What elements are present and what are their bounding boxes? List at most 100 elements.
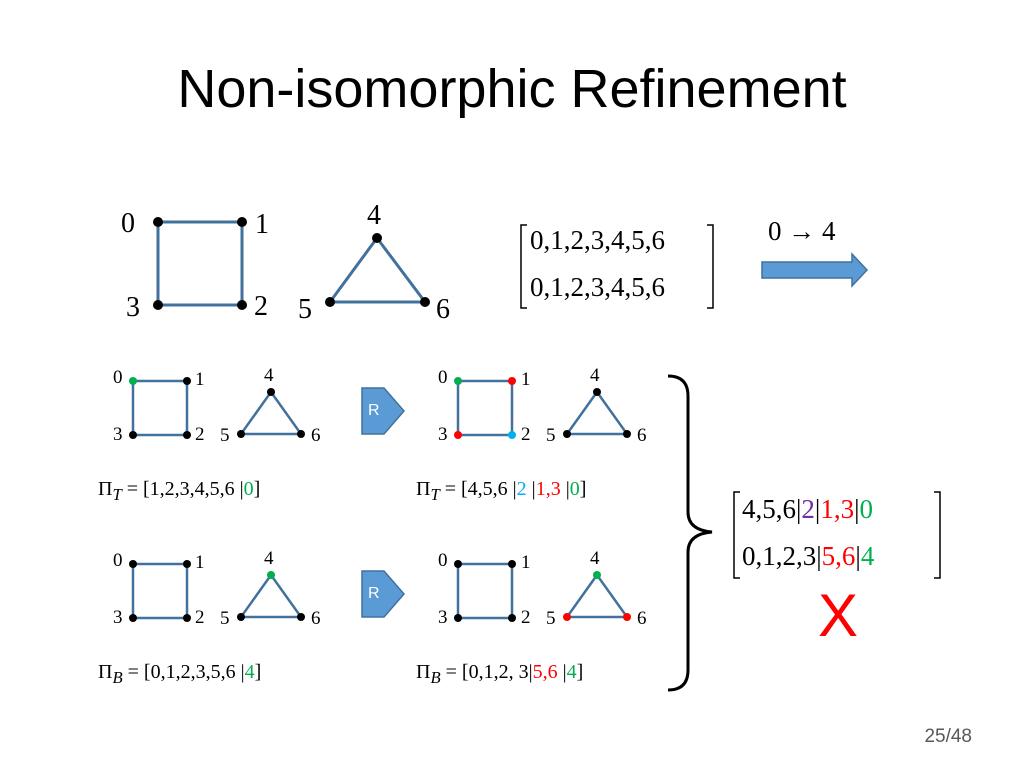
br-label-1: 1 xyxy=(521,552,531,573)
result-r1-f: 0 xyxy=(859,494,873,524)
result-r1-a: 4,5,6| xyxy=(742,494,802,524)
top-matrix-row-1: 0,1,2,3,4,5,6 xyxy=(530,225,665,255)
panel-top-left-edges xyxy=(131,379,304,437)
eq-bottom-left: ΠB = [0,1,2,3,5,6 |4] xyxy=(98,662,261,687)
top-label-5: 5 xyxy=(298,294,312,325)
tl-label-6: 6 xyxy=(311,425,321,446)
eq-bl-main: = [0,1,2,3,5,6 | xyxy=(127,661,245,683)
eq-bl-end: ] xyxy=(254,661,262,683)
result-matrix-row-2: 0,1,2,3|5,6|4 xyxy=(742,543,874,570)
eq-tl-sub: T xyxy=(112,485,122,504)
eq-bl-green: 4 xyxy=(244,661,255,683)
result-matrix-brackets xyxy=(733,491,941,579)
eq-tr-cyan: 2 xyxy=(516,478,527,500)
panel-bottom-right-vertices xyxy=(454,560,631,622)
refine-label-bottom: R xyxy=(368,585,380,602)
refine-arrow-top xyxy=(361,387,405,435)
tr-label-2: 2 xyxy=(521,424,531,445)
panel-bottom-left-edges xyxy=(131,562,304,620)
result-r1-c: | xyxy=(814,494,821,524)
panel-top-right-edges xyxy=(456,379,630,437)
bl-label-2: 2 xyxy=(195,607,205,628)
result-r1-e: | xyxy=(854,494,860,524)
top-matrix-row-2: 0,1,2,3,4,5,6 xyxy=(530,272,665,302)
top-label-4: 4 xyxy=(367,200,381,231)
result-r1-b: 2 xyxy=(801,494,815,524)
panel-bottom-right-edges xyxy=(456,562,630,620)
eq-bottom-right: ΠB = [0,1,2, 3|5,6 |4] xyxy=(416,662,583,687)
eq-tl-pi: Π xyxy=(98,478,113,500)
refine-arrow-bottom xyxy=(361,570,405,618)
panel-top-right-vertices xyxy=(454,377,631,439)
tr-label-3: 3 xyxy=(438,424,448,445)
top-label-1: 1 xyxy=(255,209,269,240)
result-r2-c: | xyxy=(855,541,861,571)
tr-label-6: 6 xyxy=(637,425,647,446)
eq-tr-green: 0 xyxy=(569,478,580,500)
eq-br-end: ] xyxy=(576,661,584,683)
tr-label-1: 1 xyxy=(521,369,531,390)
top-label-0: 0 xyxy=(121,208,135,239)
page-number: 25/48 xyxy=(924,726,972,747)
top-label-6: 6 xyxy=(436,294,450,325)
tr-label-0: 0 xyxy=(438,367,448,388)
right-brace xyxy=(667,374,713,692)
tl-label-1: 1 xyxy=(195,369,205,390)
eq-br-sub: B xyxy=(430,668,441,687)
bl-label-3: 3 xyxy=(113,607,123,628)
result-r1-d: 1,3 xyxy=(820,494,855,524)
tl-label-4: 4 xyxy=(264,365,274,386)
eq-tl-end: ] xyxy=(253,478,261,500)
br-label-6: 6 xyxy=(637,608,647,629)
bl-label-0: 0 xyxy=(113,550,123,571)
top-label-2: 2 xyxy=(254,291,268,322)
br-label-5: 5 xyxy=(546,608,556,629)
result-r2-d: 4 xyxy=(860,541,875,571)
bl-label-4: 4 xyxy=(264,548,274,569)
bl-label-5: 5 xyxy=(220,608,230,629)
tl-label-2: 2 xyxy=(195,424,205,445)
eq-tr-red: 1,3 xyxy=(535,478,561,500)
bl-label-1: 1 xyxy=(195,552,205,573)
panel-top-left-vertices xyxy=(129,377,305,439)
top-label-3: 3 xyxy=(126,292,140,323)
br-label-4: 4 xyxy=(590,548,600,569)
eq-tr-end: ] xyxy=(579,478,587,500)
top-square-graph xyxy=(156,220,244,307)
tl-label-0: 0 xyxy=(113,367,123,388)
bl-label-6: 6 xyxy=(311,608,321,629)
eq-br-green: 4 xyxy=(566,661,577,683)
tr-label-4: 4 xyxy=(590,365,600,386)
panel-bottom-left-vertices xyxy=(129,560,305,622)
eq-tl-main: = [1,2,3,4,5,6 | xyxy=(126,478,244,500)
eq-br-red: 5,6 xyxy=(532,661,558,683)
br-label-0: 0 xyxy=(438,550,448,571)
result-matrix-row-1: 4,5,6|2|1,3|0 xyxy=(742,496,873,523)
eq-top-right: ΠT = [4,5,6 |2 |1,3 |0] xyxy=(416,479,586,504)
eq-top-left: ΠT = [1,2,3,4,5,6 |0] xyxy=(98,479,260,504)
eq-tl-green: 0 xyxy=(243,478,254,500)
eq-bl-pi: Π xyxy=(98,661,113,683)
eq-br-main: = [0,1,2, 3| xyxy=(445,661,533,683)
eq-tr-pi: Π xyxy=(416,478,431,500)
eq-tr-sub: T xyxy=(430,485,440,504)
refine-label-top: R xyxy=(368,402,380,419)
eq-br-sep: | xyxy=(557,661,567,683)
top-triangle-graph xyxy=(327,235,428,304)
br-label-2: 2 xyxy=(521,607,531,628)
tl-label-3: 3 xyxy=(113,424,123,445)
slide-title: Non-isomorphic Refinement xyxy=(177,59,847,119)
mapping-text: 0 → 4 xyxy=(768,216,836,246)
tr-label-5: 5 xyxy=(546,425,556,446)
top-triangle-vertices xyxy=(325,233,430,307)
result-r2-a: 0,1,2,3| xyxy=(742,541,822,571)
top-square-vertices xyxy=(153,217,247,310)
result-r2-b: 5,6 xyxy=(821,541,856,571)
eq-bl-sub: B xyxy=(112,668,123,687)
eq-tr-sep2: | xyxy=(560,478,570,500)
tl-label-5: 5 xyxy=(220,425,230,446)
eq-br-pi: Π xyxy=(416,661,431,683)
result-cross-mark: X xyxy=(818,582,859,649)
br-label-3: 3 xyxy=(438,607,448,628)
